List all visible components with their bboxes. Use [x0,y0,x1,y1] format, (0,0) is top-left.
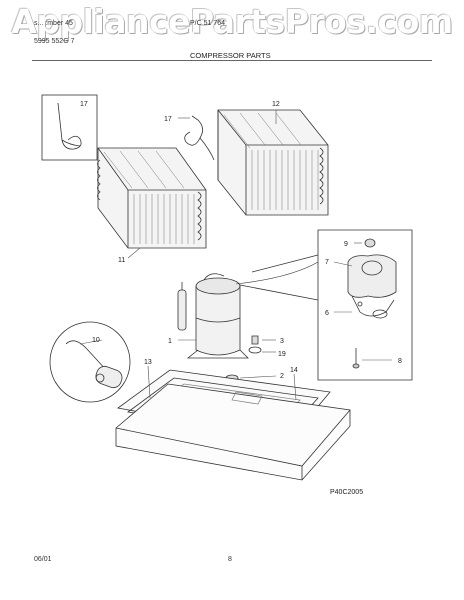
callout-17: 17 [164,116,172,123]
grommet-washer-3-19 [248,335,262,354]
header-model-line: s... :mber 45 [34,20,73,27]
callout-11: 11 [118,257,125,264]
figure-code: P40C2005 [330,489,363,496]
callout-1: 1 [168,338,172,345]
header-rule [32,60,432,61]
capillary-tube-17 [184,115,215,161]
callout-7: 7 [325,259,329,266]
base-pan-14 [115,369,351,481]
watermark-logo: AppliancePartsPros.com [11,2,453,41]
callout-12: 12 [272,101,280,108]
capillary-tube-detail [41,94,98,161]
footer-date: 06/01 [34,556,52,563]
callout-8: 8 [398,358,402,365]
condenser-coil-11 [97,147,207,249]
compressor-1 [177,261,319,359]
callout-19: 19 [278,351,286,358]
footer-page-number: 8 [228,556,232,563]
callout-10: 10 [92,337,100,344]
evaporator-coil-12 [217,109,329,216]
callout-2: 2 [280,373,284,380]
callout-9: 9 [344,241,348,248]
section-title: COMPRESSOR PARTS [190,51,271,60]
terminal-cover-detail [239,229,413,381]
callout-14: 14 [290,367,298,374]
leader-lines [79,110,392,401]
callout-labels: 17 17 12 11 9 7 6 8 10 1 3 19 13 2 14 P4… [80,101,402,496]
callout-13: 13 [144,359,152,366]
header-part-number: 5995 552G 7 [34,38,75,45]
header-pc-number: P/C 51 764 [190,20,226,27]
callout-3: 3 [280,338,284,345]
capacitor-detail [49,321,131,403]
callout-6: 6 [325,310,329,317]
callout-17-inset: 17 [80,101,88,108]
